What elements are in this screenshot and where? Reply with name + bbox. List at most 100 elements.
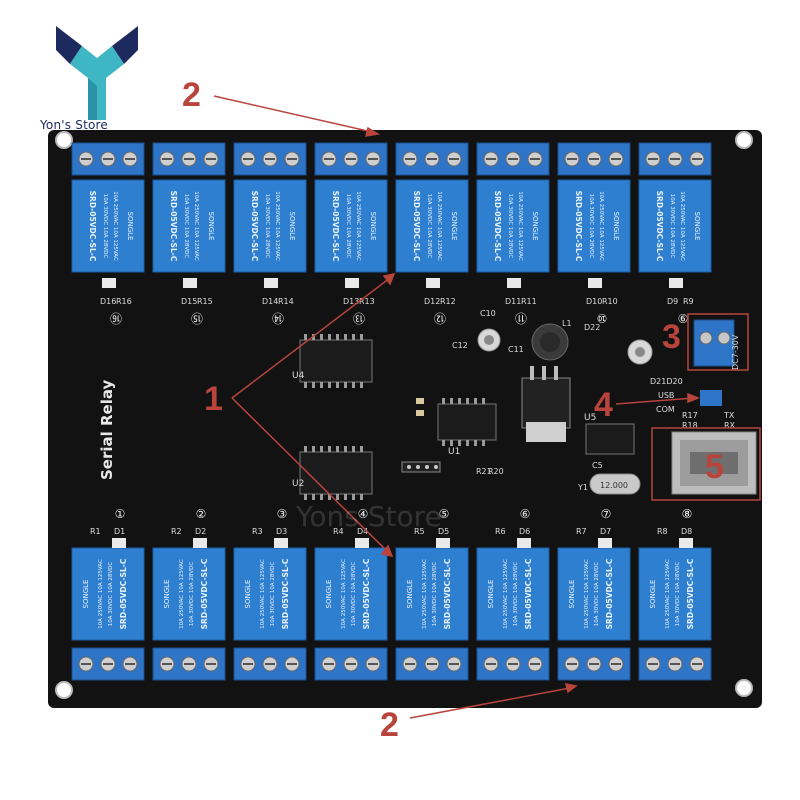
svg-text:C11: C11	[508, 345, 524, 354]
top-relay-channel: SONGLE 10A 250VAC 10A 125VAC 10A 30VDC 10A…	[71, 142, 145, 325]
relay-model: SRD-05VDC-SL-C	[412, 191, 421, 262]
relay-brand: SONGLE	[568, 580, 576, 609]
relay-rating-ac: 10A 250VAC 10A 125VAC	[341, 559, 347, 629]
relay-body	[71, 547, 145, 641]
relay-body	[395, 179, 469, 273]
ic-u1-mcu: U1	[437, 398, 497, 457]
relay-model: SRD-05VDC-SL-C	[605, 558, 614, 629]
led-label: D4	[357, 527, 368, 536]
status-led	[355, 538, 369, 548]
top-relay-channel: SONGLE 10A 250VAC 10A 125VAC 10A 30VDC 10A…	[152, 142, 226, 325]
channel-number: ②	[196, 507, 207, 521]
relay-rating-dc: 10A 30VDC 10A 28VDC	[351, 562, 357, 627]
relay-rating-dc: 10A 30VDC 10A 28VDC	[108, 562, 114, 627]
capacitors: C10 C11 C12	[416, 309, 653, 416]
relay-rating-ac: 10A 250VAC 10A 125VAC	[422, 559, 428, 629]
channel-number: ⑨	[678, 311, 689, 325]
relay-body	[152, 547, 226, 641]
relay-brand: SONGLE	[207, 212, 215, 241]
relay-body	[557, 547, 631, 641]
relay-rating-ac: 10A 250VAC 10A 125VAC	[679, 191, 685, 261]
resistor-label: R4	[333, 527, 344, 536]
relay-model: SRD-05VDC-SL-C	[655, 191, 664, 262]
svg-text:R18: R18	[682, 421, 698, 430]
relay-model: SRD-05VDC-SL-C	[250, 191, 259, 262]
relay-body	[152, 179, 226, 273]
relay-rating-dc: 10A 30VDC 10A 28VDC	[102, 194, 108, 259]
led-label: D16	[100, 297, 116, 306]
relay-rating-ac: 10A 250VAC 10A 125VAC	[355, 191, 361, 261]
relay-rating-dc: 10A 30VDC 10A 28VDC	[270, 562, 276, 627]
relay-rating-ac: 10A 250VAC 10A 125VAC	[436, 191, 442, 261]
status-led	[588, 278, 602, 288]
watermark: Yons Store	[296, 500, 442, 533]
svg-text:U5: U5	[584, 413, 596, 423]
status-led	[264, 278, 278, 288]
channel-number: ⑧	[682, 507, 693, 521]
svg-text:U2: U2	[292, 479, 304, 489]
relay-rating-dc: 10A 30VDC 10A 28VDC	[588, 194, 594, 259]
status-led	[436, 538, 450, 548]
status-led	[517, 538, 531, 548]
relay-rating-dc: 10A 30VDC 10A 28VDC	[507, 194, 513, 259]
relay-brand: SONGLE	[288, 212, 296, 241]
led-label: D8	[681, 527, 692, 536]
ic-u4: U4	[292, 334, 373, 388]
channel-number: ⑬	[353, 311, 365, 325]
resistor-label: R5	[414, 527, 425, 536]
svg-text:RX: RX	[724, 421, 736, 430]
resistor-label: R13	[359, 297, 375, 306]
relay-rating-ac: 10A 250VAC 10A 125VAC	[179, 559, 185, 629]
status-led	[426, 278, 440, 288]
relay-rating-dc: 10A 30VDC 10A 28VDC	[594, 562, 600, 627]
relay-rating-dc: 10A 30VDC 10A 28VDC	[675, 562, 681, 627]
relay-body	[638, 179, 712, 273]
channel-number: ⑩	[597, 311, 608, 325]
usb-b-connector	[671, 431, 757, 495]
relay-rating-ac: 10A 250VAC 10A 125VAC	[193, 191, 199, 261]
resistor-label: R8	[657, 527, 668, 536]
led-label: D3	[276, 527, 287, 536]
svg-text:TX: TX	[723, 411, 735, 420]
relay-rating-dc: 10A 30VDC 10A 28VDC	[426, 194, 432, 259]
led-label: D9	[667, 297, 678, 306]
relay-brand: SONGLE	[487, 580, 495, 609]
svg-text:L1: L1	[562, 319, 572, 328]
svg-text:C10: C10	[480, 309, 496, 318]
led-label: D15	[181, 297, 197, 306]
relay-brand: SONGLE	[126, 212, 134, 241]
led-label: D10	[586, 297, 602, 306]
led-label: D2	[195, 527, 206, 536]
relay-rating-ac: 10A 250VAC 10A 125VAC	[112, 191, 118, 261]
svg-text:DC7-30V: DC7-30V	[731, 334, 740, 370]
mounting-holes	[55, 131, 753, 699]
resistor-label: R7	[576, 527, 587, 536]
usb-callout-box	[651, 427, 761, 501]
relay-rating-dc: 10A 30VDC 10A 28VDC	[183, 194, 189, 259]
relay-rating-dc: 10A 30VDC 10A 28VDC	[669, 194, 675, 259]
relay-body	[476, 179, 550, 273]
inductor-l1: L1 D22	[531, 319, 600, 361]
relay-body	[314, 547, 388, 641]
relay-body	[314, 179, 388, 273]
led-label: D6	[519, 527, 530, 536]
resistor-label: R3	[252, 527, 263, 536]
resistor-label: R14	[278, 297, 294, 306]
relay-print: SONGLE 10A 250VAC 10A 125VAC 10A 30VDC 10A…	[88, 191, 134, 262]
resistor-label: R2	[171, 527, 182, 536]
resistor-label: R15	[197, 297, 213, 306]
channel-number: ⑥	[520, 507, 531, 521]
callout-2-bottom: 2	[380, 706, 399, 744]
relay-model: SRD-05VDC-SL-C	[331, 191, 340, 262]
